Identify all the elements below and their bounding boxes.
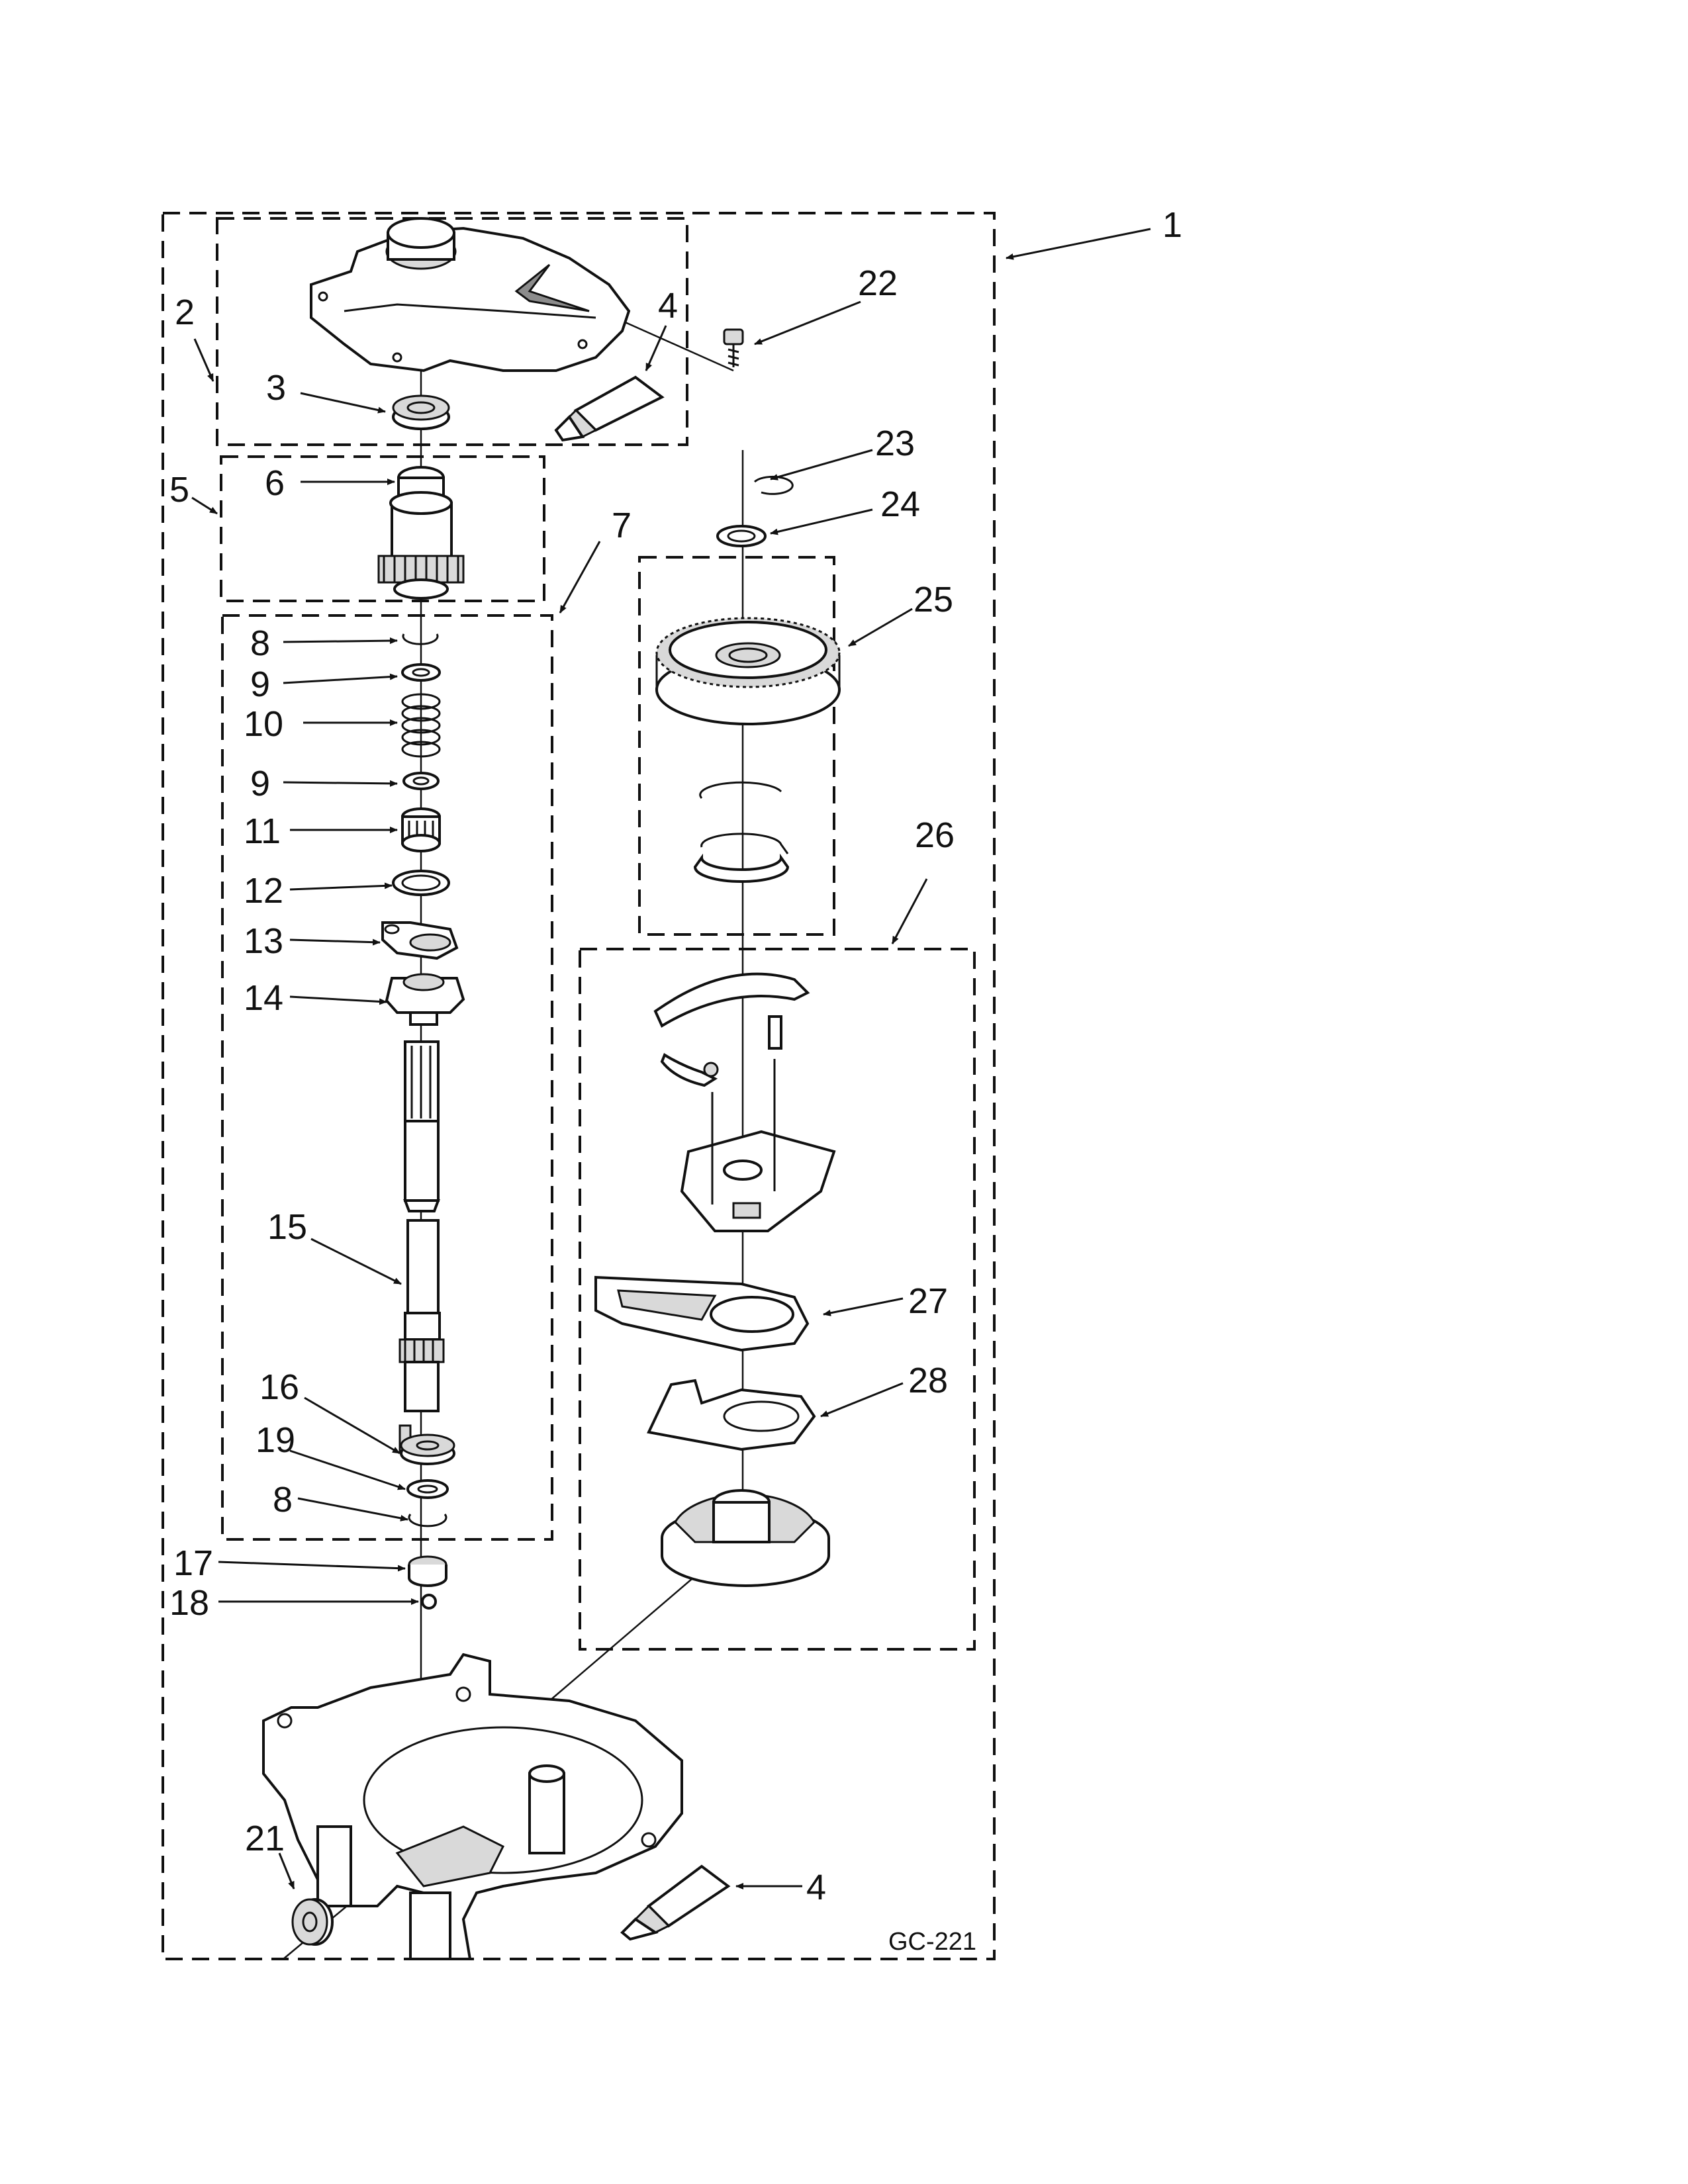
assembly-box-26 [579, 948, 976, 1651]
callout-8-bottom: 8 [273, 1480, 293, 1520]
callout-18: 18 [169, 1583, 209, 1623]
clutch-band-upper [699, 781, 782, 799]
brake-assembly [653, 972, 836, 1232]
agitator-shaft [399, 1040, 445, 1412]
shaft-clip-top [402, 633, 439, 645]
callout-17: 17 [173, 1543, 213, 1583]
callout-13: 13 [244, 921, 283, 961]
assembly-box-7 [221, 614, 553, 1541]
callout-22: 22 [858, 263, 898, 303]
callout-28: 28 [908, 1361, 948, 1400]
callout-11: 11 [244, 811, 281, 851]
small-pinion-gear [401, 807, 441, 852]
gearcase-cover [310, 217, 631, 373]
callout-9-lower: 9 [250, 764, 270, 803]
callout-15: 15 [267, 1207, 307, 1247]
washer-24 [716, 525, 767, 547]
shaft-seal-bottom [399, 1424, 455, 1465]
shift-lever [594, 1275, 810, 1352]
spring [401, 693, 441, 758]
pinion-assembly [377, 466, 465, 600]
shaft-cam [385, 973, 465, 1026]
grease-tube-top [554, 375, 665, 442]
cover-screw-leader [622, 320, 734, 372]
washer-top [401, 663, 441, 682]
callout-16: 16 [259, 1367, 299, 1407]
assembly-box-2 [216, 217, 688, 446]
washer-lower [402, 772, 440, 790]
callout-25: 25 [914, 580, 953, 619]
cover-screw [723, 328, 744, 367]
callout-2: 2 [175, 293, 195, 332]
callout-23: 23 [875, 424, 915, 463]
retaining-ring-23 [753, 475, 794, 495]
callout-24: 24 [880, 484, 920, 524]
callout-5: 5 [169, 470, 189, 510]
bearing-cup [408, 1555, 447, 1587]
callout-12: 12 [244, 871, 283, 911]
cover-seal [392, 394, 450, 430]
thrust-ring [392, 870, 450, 896]
callout-8-top: 8 [250, 623, 270, 663]
callout-6: 6 [265, 463, 285, 503]
shift-fork [381, 921, 459, 960]
drive-gear [655, 617, 841, 725]
callout-14: 14 [244, 978, 283, 1018]
shift-plate [647, 1379, 816, 1451]
callout-9-top: 9 [250, 664, 270, 704]
gearcase-base [262, 1653, 683, 1960]
callout-4-top: 4 [658, 286, 678, 326]
callout-10: 10 [244, 704, 283, 744]
diagram-code: GC-221 [888, 1928, 976, 1956]
callout-1: 1 [1162, 205, 1182, 245]
assembly-box-5 [220, 455, 545, 602]
assembly-box-25 [638, 556, 835, 936]
callout-3: 3 [266, 368, 286, 408]
ball-bearing [421, 1594, 437, 1610]
clutch-band-lower [693, 833, 790, 883]
callout-27: 27 [908, 1281, 948, 1321]
cam-gear [661, 1489, 830, 1587]
grease-tube-bottom [620, 1864, 731, 1941]
base-seal [291, 1898, 334, 1946]
callout-4-bottom: 4 [806, 1868, 826, 1907]
callout-21: 21 [245, 1819, 285, 1858]
callout-19: 19 [256, 1420, 295, 1460]
shaft-clip-bottom [408, 1514, 447, 1527]
washer-bottom [406, 1479, 449, 1499]
callout-7: 7 [612, 506, 632, 545]
callout-26: 26 [915, 815, 955, 855]
leader-arrows [191, 228, 1151, 1889]
assembly-box-1 [162, 212, 996, 1960]
